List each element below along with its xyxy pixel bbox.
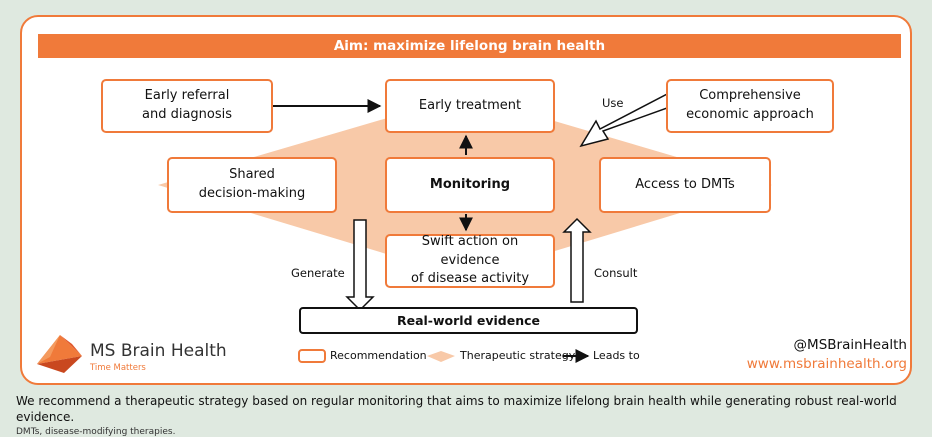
legend-recommendation-label: Recommendation bbox=[330, 349, 427, 362]
shared-decision-box: Shared decision-making bbox=[167, 157, 337, 213]
legend-leads-label: Leads to bbox=[593, 349, 640, 362]
legend-strategy-label: Therapeutic strategy bbox=[460, 349, 576, 362]
footnote: DMTs, disease-modifying therapies. bbox=[16, 427, 176, 437]
monitoring-box: Monitoring bbox=[385, 157, 555, 213]
real-world-evidence-bar: Real-world evidence bbox=[299, 307, 638, 334]
generate-hollow-arrow bbox=[345, 219, 375, 312]
website-link[interactable]: www.msbrainhealth.org bbox=[746, 356, 907, 372]
swift-action-box: Swift action on evidence of disease acti… bbox=[385, 234, 555, 288]
aim-banner: Aim: maximize lifelong brain health bbox=[38, 34, 901, 58]
generate-label: Generate bbox=[291, 266, 345, 280]
legend-strategy-swatch bbox=[427, 351, 455, 362]
legend-recommendation-swatch bbox=[298, 349, 326, 363]
social-handle: @MSBrainHealth bbox=[793, 337, 907, 353]
figure-caption: We recommend a therapeutic strategy base… bbox=[16, 394, 897, 424]
early-treatment-box: Early treatment bbox=[385, 79, 555, 133]
consult-label: Consult bbox=[594, 266, 638, 280]
ms-brain-health-logo-icon bbox=[37, 335, 82, 373]
logo-tagline: Time Matters bbox=[90, 363, 146, 373]
access-to-dmts-box: Access to DMTs bbox=[599, 157, 771, 213]
early-referral-box: Early referral and diagnosis bbox=[101, 79, 273, 133]
logo-name: MS Brain Health bbox=[90, 341, 227, 361]
use-label: Use bbox=[602, 96, 624, 110]
consult-hollow-arrow bbox=[562, 217, 592, 303]
comprehensive-economic-box: Comprehensive economic approach bbox=[666, 79, 834, 133]
